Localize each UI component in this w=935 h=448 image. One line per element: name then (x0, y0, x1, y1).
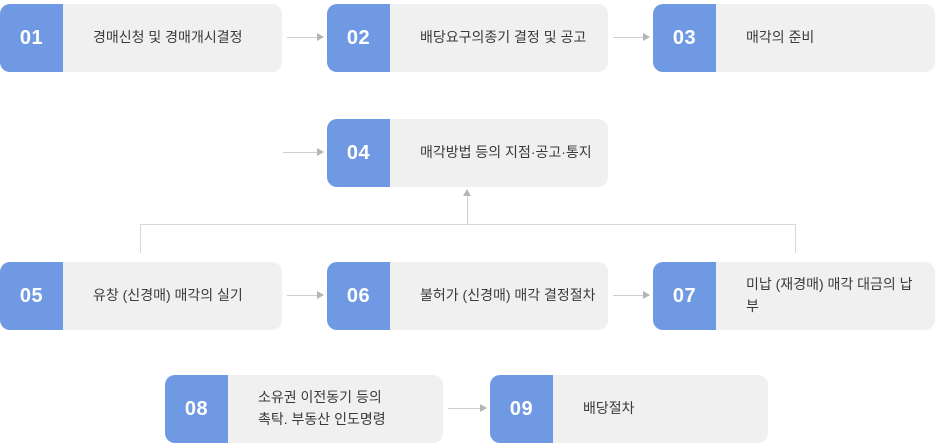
step-number-badge: 07 (653, 262, 716, 330)
arrow-up-icon (463, 189, 471, 224)
step-number-badge: 03 (653, 4, 716, 72)
arrow-right-icon (448, 404, 487, 412)
step-card-06: 06 불허가 (신경매) 매각 결정절차 (327, 262, 608, 330)
step-label: 불허가 (신경매) 매각 결정절차 (420, 287, 596, 304)
step-number-badge: 08 (165, 375, 228, 443)
arrow-right-icon (283, 148, 324, 156)
arrow-right-icon (613, 33, 650, 41)
step-label: 배당절차 (583, 400, 635, 417)
step-number-badge: 06 (327, 262, 390, 330)
step-number-badge: 04 (327, 119, 390, 187)
step-card-03: 03 매각의 준비 (653, 4, 935, 72)
step-card-05: 05 유창 (신경매) 매각의 실기 (0, 262, 282, 330)
step-card-01: 01 경매신청 및 경매개시결정 (0, 4, 282, 72)
step-number-badge: 02 (327, 4, 390, 72)
arrow-right-icon (287, 291, 324, 299)
step-card-08: 08 소유권 이전동기 등의 촉탁. 부동산 인도명령 (165, 375, 443, 443)
step-number-badge: 01 (0, 4, 63, 72)
arrow-right-icon (613, 291, 650, 299)
step-number-badge: 05 (0, 262, 63, 330)
arrow-right-icon (287, 33, 324, 41)
step-card-04: 04 매각방법 등의 지점·공고·통지 (327, 119, 608, 187)
step-label: 경매신청 및 경매개시결정 (93, 29, 243, 46)
step-label: 유창 (신경매) 매각의 실기 (93, 287, 243, 304)
step-card-09: 09 배당절차 (490, 375, 768, 443)
step-label: 배당요구의종기 결정 및 공고 (420, 29, 587, 46)
step-number-badge: 09 (490, 375, 553, 443)
step-label: 매각의 준비 (746, 29, 815, 46)
bracket-connector (140, 224, 796, 253)
step-card-07: 07 미납 (재경매) 매각 대금의 납부 (653, 262, 935, 330)
step-label: 미납 (재경매) 매각 대금의 납부 (746, 276, 913, 314)
step-label: 매각방법 등의 지점·공고·통지 (420, 144, 592, 161)
step-label: 소유권 이전동기 등의 촉탁. 부동산 인도명령 (258, 389, 386, 427)
step-card-02: 02 배당요구의종기 결정 및 공고 (327, 4, 608, 72)
